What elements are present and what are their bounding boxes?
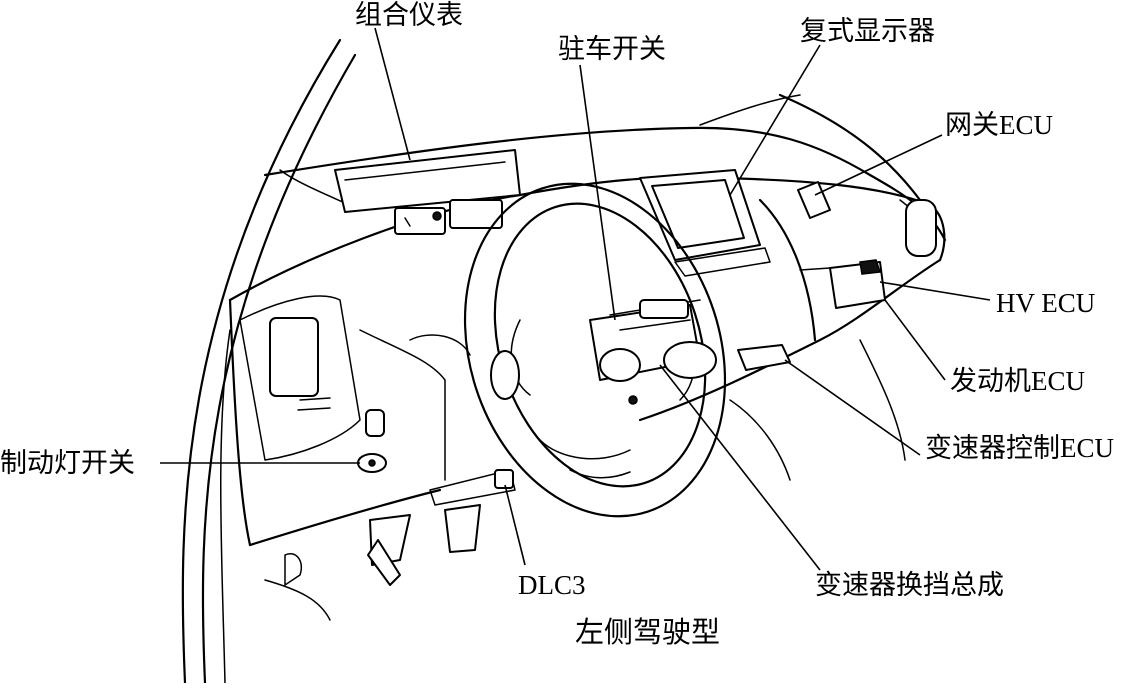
dlc3-connector	[494, 469, 514, 489]
combination-meter-unit	[334, 149, 521, 235]
label-brake-light-switch: 制动灯开关	[0, 448, 135, 479]
label-engine-ecu: 发动机ECU	[950, 366, 1085, 396]
label-shift-lever-assembly: 变速器换挡总成	[815, 570, 1004, 601]
label-hv-ecu: HV ECU	[996, 288, 1096, 318]
leader-combination-meter	[374, 27, 411, 161]
brake-light-switch-unit	[357, 453, 387, 473]
leader-transmission-ecu	[784, 359, 921, 456]
pedal-right	[444, 504, 481, 553]
gateway-ecu-unit	[797, 181, 831, 219]
steering-wheel	[463, 182, 727, 518]
leader-lines	[160, 27, 991, 571]
label-gateway-ecu: 网关ECU	[945, 110, 1053, 140]
leader-parking-switch	[579, 64, 616, 321]
leader-dlc3	[504, 484, 526, 566]
label-transmission-control-ecu: 变速器控制ECU	[925, 433, 1114, 463]
transmission-ecu-unit	[737, 344, 791, 371]
knee-switch	[365, 409, 385, 437]
diagram-caption: 左侧驾驶型	[575, 615, 721, 649]
hv-ecu-unit	[799, 259, 886, 309]
leader-gateway-ecu	[814, 134, 943, 196]
shift-lever-assembly-unit	[589, 299, 717, 405]
a-pillar	[181, 38, 357, 685]
leader-multi-display	[729, 44, 821, 196]
label-dlc3: DLC3	[518, 570, 586, 600]
leader-hv-ecu	[879, 281, 991, 301]
leader-engine-ecu	[884, 299, 946, 381]
leader-shift-assembly	[659, 364, 821, 571]
label-multi-display: 复式显示器	[800, 16, 935, 47]
dashboard-body	[228, 93, 947, 621]
label-combination-meter: 组合仪表	[355, 0, 463, 31]
label-parking-switch: 驻车开关	[558, 34, 666, 65]
left-air-vent	[269, 317, 319, 397]
multi-display-unit	[639, 169, 771, 277]
center-stack	[758, 198, 937, 342]
